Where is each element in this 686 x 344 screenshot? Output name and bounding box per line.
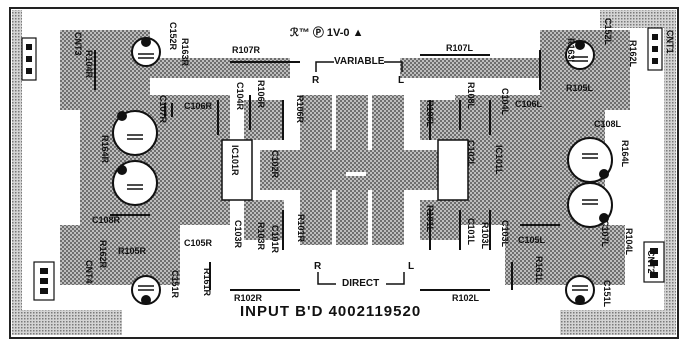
r107l-label: R107L xyxy=(446,43,474,53)
r102l-label: R102L xyxy=(452,293,480,303)
r101l-label: R101L xyxy=(425,205,435,233)
c103r-label: C103R xyxy=(233,220,243,249)
r102r-label: R102R xyxy=(234,293,263,303)
c107r-label: C107R xyxy=(158,95,168,124)
c104r-label: C104R xyxy=(235,82,245,111)
r162l-label: R162L xyxy=(628,40,638,68)
variable-l-label: L xyxy=(398,75,405,86)
c151l-label: C151L xyxy=(602,280,612,308)
r107r-label: R107R xyxy=(232,45,261,55)
center-gap xyxy=(346,172,366,176)
direct-l-label: L xyxy=(408,261,415,272)
c107l-label: C107L xyxy=(600,220,610,248)
r105r-label: R105R xyxy=(118,246,147,256)
c107r-body-a xyxy=(112,110,158,156)
c103l-label: C103L xyxy=(500,220,510,248)
r103l-label: R103L xyxy=(480,222,490,250)
direct-label: DIRECT xyxy=(342,278,380,289)
ic101r-outline xyxy=(221,139,253,201)
c104l-label: C104L xyxy=(500,88,510,116)
c101l-label: C101L xyxy=(466,218,476,246)
r106r2-label: R106R xyxy=(295,95,305,124)
r104l-label: R104L xyxy=(624,228,634,256)
r105l-label: R105L xyxy=(566,83,594,93)
cnt3-label: CNT3 xyxy=(73,32,83,56)
copper-right-strip xyxy=(400,58,540,78)
c105r-label: C105R xyxy=(184,238,213,248)
c152l-label: C152L xyxy=(603,18,613,46)
copper-regions xyxy=(12,10,676,335)
cnt2-label: CNT2 xyxy=(646,250,656,274)
c105l-label: C105L xyxy=(518,235,546,245)
r104r-label: R104R xyxy=(84,50,94,79)
ic101l-label: IC101L xyxy=(494,145,504,175)
center-block xyxy=(244,95,460,245)
r108l-label: R108L xyxy=(466,82,476,110)
copper-edge-right xyxy=(664,10,676,335)
c106l-label: C106L xyxy=(515,99,543,109)
r101r-label: R101R xyxy=(296,214,306,243)
r162r-label: R162R xyxy=(98,240,108,269)
c108r-label: C108R xyxy=(92,215,121,225)
copper-left-low xyxy=(60,225,180,285)
c152r-label: C152R xyxy=(168,22,178,51)
cnt4-label: CNT4 xyxy=(84,260,94,284)
copper-edge-left xyxy=(12,10,22,335)
rating-mark: ℛ™ Ⓟ 1V-0 ▲ xyxy=(290,27,364,39)
direct-r-label: R xyxy=(314,261,322,272)
copper-left-mid xyxy=(80,95,230,225)
brackets xyxy=(315,61,405,285)
copper-edge-top-right xyxy=(600,10,676,28)
c102l-label: C102L xyxy=(466,140,476,168)
r164r-label: R164R xyxy=(100,135,110,164)
r161l-label: R161L xyxy=(534,256,544,284)
r161r-label: R161R xyxy=(202,268,212,297)
r164l-label: R164L xyxy=(620,140,630,168)
copper-edge-bottom-right xyxy=(560,310,676,335)
r163l-label: R163L xyxy=(566,38,576,66)
copper-edge-bottom-left xyxy=(12,310,122,335)
board-title: INPUT B'D 4002119520 xyxy=(240,303,422,320)
variable-label: VARIABLE xyxy=(334,56,385,67)
r163r-label: R163R xyxy=(180,38,190,67)
r103r-label: R103R xyxy=(256,222,266,251)
ic101l-outline xyxy=(437,139,469,201)
c102r-label: C102R xyxy=(270,150,280,179)
copper-right-low xyxy=(505,225,625,285)
variable-r-label: R xyxy=(312,75,320,86)
c151r-label: C151R xyxy=(170,270,180,299)
component-lines xyxy=(94,50,560,291)
c108l-label: C108L xyxy=(594,119,622,129)
r106r-label: R106R xyxy=(256,80,266,109)
r106l-label: R106L xyxy=(425,100,435,128)
c101r-label: C101R xyxy=(270,225,280,254)
cnt1-label: CNT1 xyxy=(665,30,675,54)
c106r-label: C106R xyxy=(184,101,213,111)
ic101r-label: IC101R xyxy=(230,145,240,176)
